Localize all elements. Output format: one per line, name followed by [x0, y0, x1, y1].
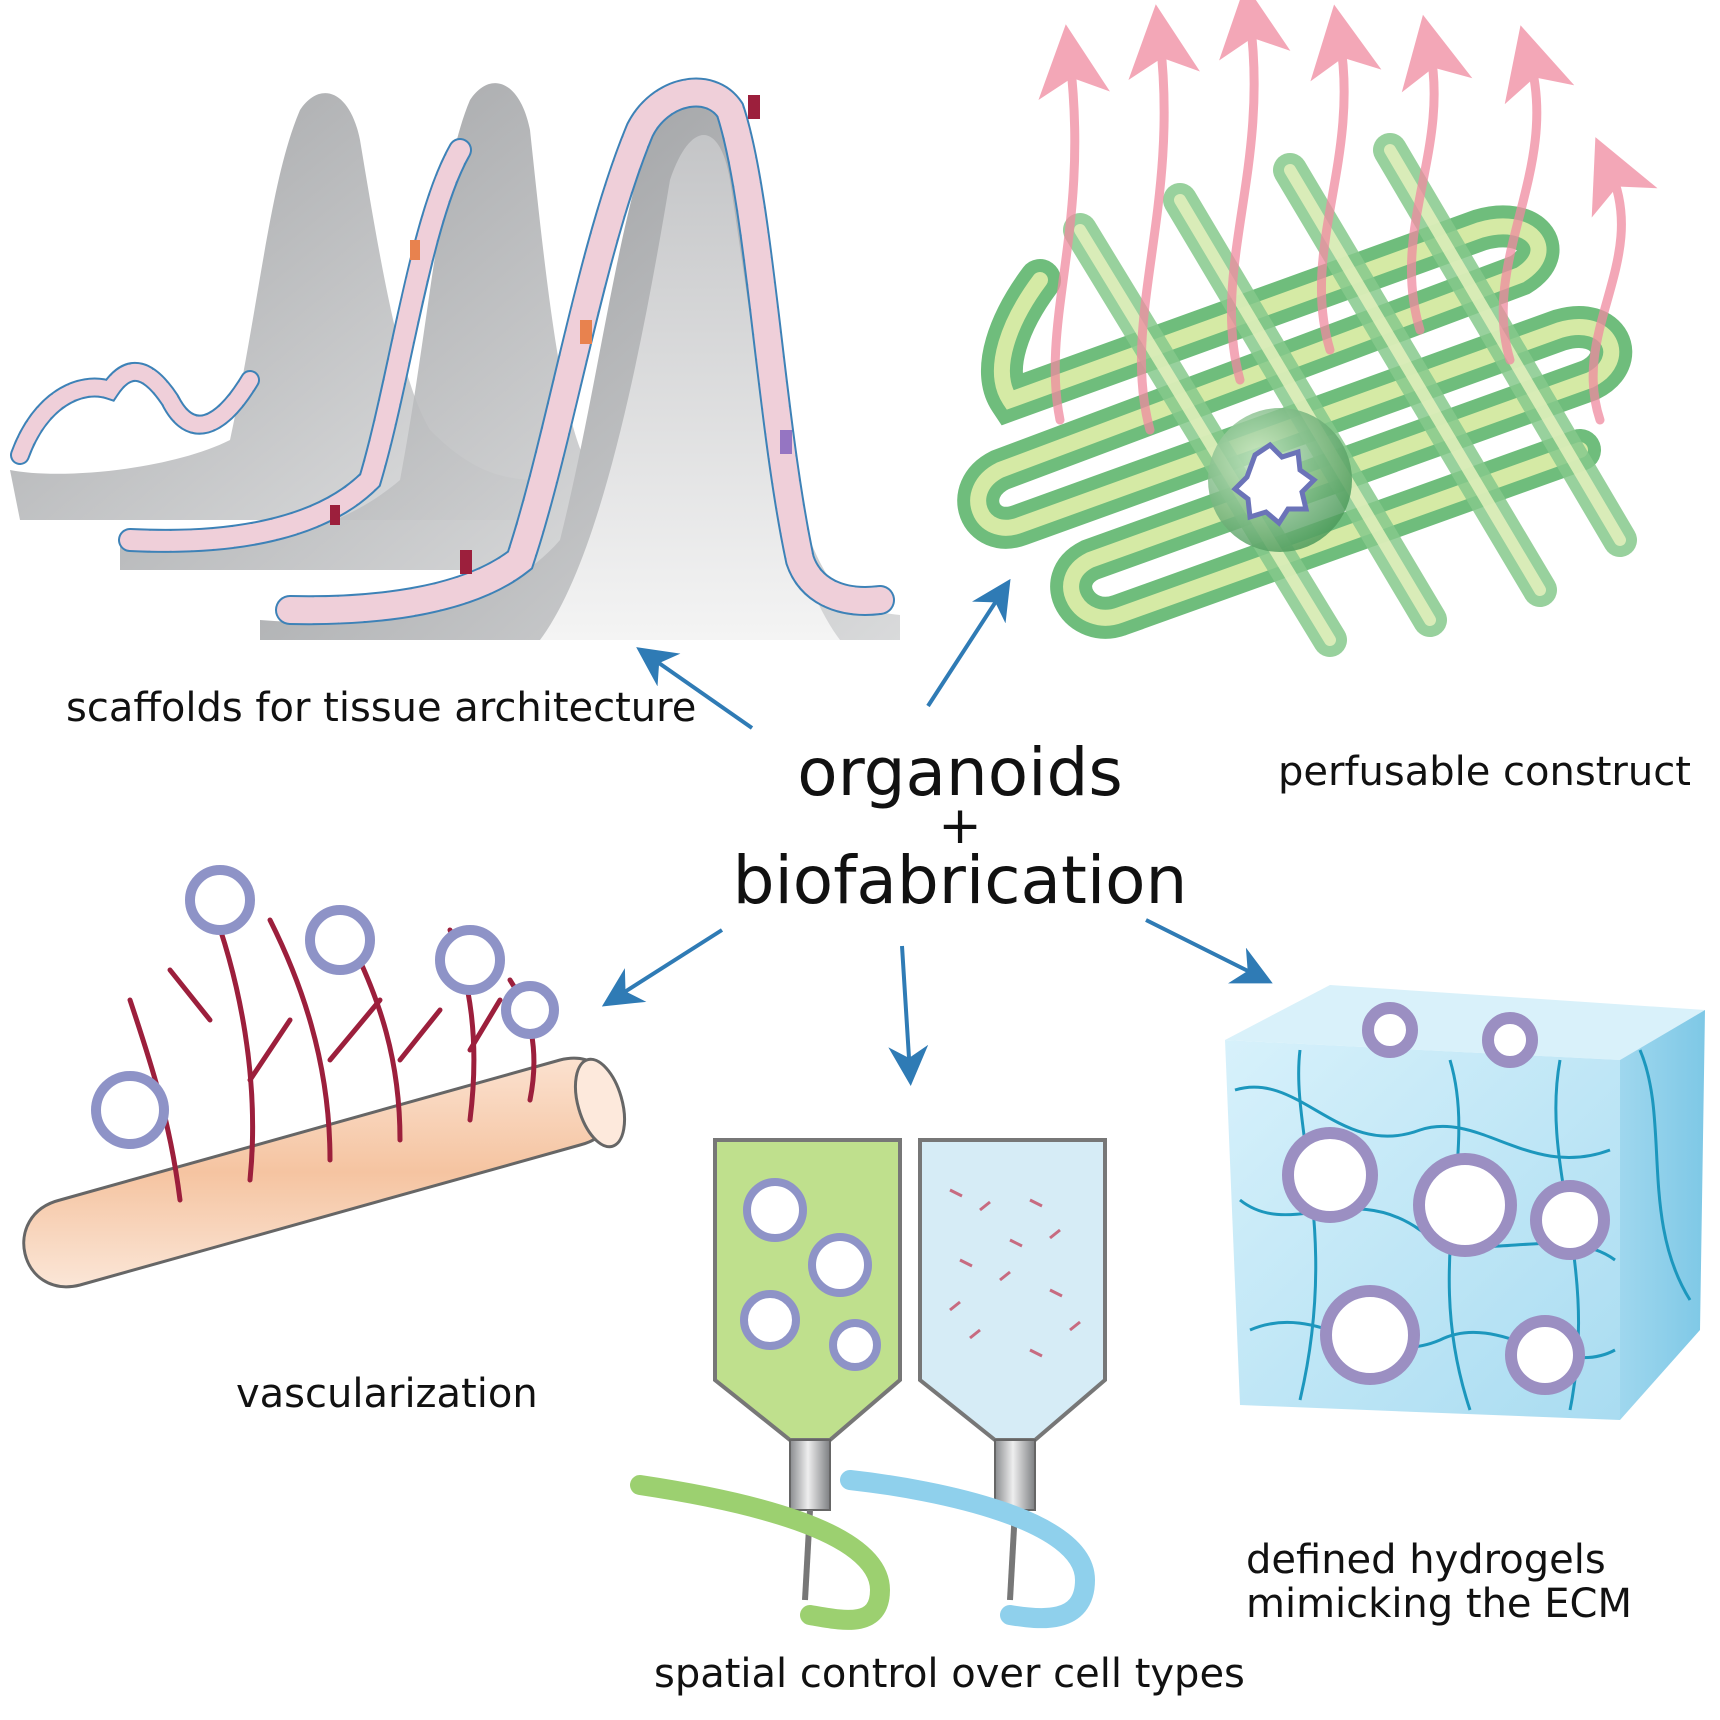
perfusable-construct-illustration	[957, 0, 1658, 657]
printed-strand-green	[630, 1475, 891, 1630]
tube-opening	[573, 1057, 627, 1149]
organoid-in-sphere	[1231, 441, 1318, 527]
epithelium-middle-fill	[120, 140, 470, 551]
hydrogel-cube-illustration	[1225, 985, 1705, 1420]
bioprinter-illustration	[630, 1138, 1107, 1630]
center-title-plus: +	[938, 796, 982, 856]
nozzle-green	[789, 1439, 831, 1511]
nozzle-blue	[994, 1439, 1036, 1511]
villus-scaffold-back	[10, 93, 540, 520]
arrow-to-perfusable	[926, 578, 1011, 708]
printed-strand-blue	[840, 1470, 1096, 1629]
organoids-in-cartridge	[740, 1178, 881, 1371]
label-vascularization: vascularization	[236, 1371, 538, 1417]
label-spatial: spatial control over cell types	[654, 1651, 1245, 1697]
center-title: organoids + biofabrication	[700, 740, 1220, 914]
goblet-cell	[580, 320, 592, 344]
center-title-biofabrication: biofabrication	[732, 841, 1188, 919]
label-perfusable: perfusable construct	[1278, 749, 1691, 795]
center-title-organoids: organoids	[797, 734, 1123, 811]
arrow-to-hydrogels	[1145, 918, 1273, 984]
label-hydrogels-line1: defined hydrogels	[1246, 1537, 1606, 1583]
arrow-to-spatial	[888, 945, 929, 1086]
printed-filament-cross-highlight	[1074, 144, 1626, 646]
goblet-cell	[410, 240, 420, 260]
center-arrows	[601, 578, 1273, 1086]
villus-inner-front	[540, 135, 840, 640]
vascularization-illustration	[22, 865, 627, 1289]
paneth-cell	[330, 505, 340, 525]
cartridge-green	[713, 1138, 902, 1442]
epithelium-front-fill	[277, 79, 893, 624]
organoids-vasc	[91, 865, 559, 1149]
epithelium-back-fill	[12, 363, 258, 463]
enteroendocrine-cell	[780, 430, 792, 454]
arrow-to-vascularization	[601, 928, 724, 1007]
cartridge-blue	[918, 1138, 1107, 1442]
goblet-cell	[460, 550, 472, 574]
perfusion-flow-arrows	[1038, 0, 1658, 435]
paneth-cell	[748, 95, 760, 119]
label-hydrogels-line2: mimicking the ECM	[1246, 1581, 1632, 1627]
arrow-to-scaffolds	[636, 647, 754, 730]
label-scaffolds: scaffolds for tissue architecture	[66, 685, 697, 731]
single-cells-in-cartridge	[949, 1188, 1081, 1358]
organoids-in-hydrogel	[1282, 1002, 1610, 1395]
printed-filament-highlight	[970, 218, 1620, 626]
cube-top	[1225, 985, 1705, 1060]
scaffolds-illustration	[10, 77, 900, 640]
